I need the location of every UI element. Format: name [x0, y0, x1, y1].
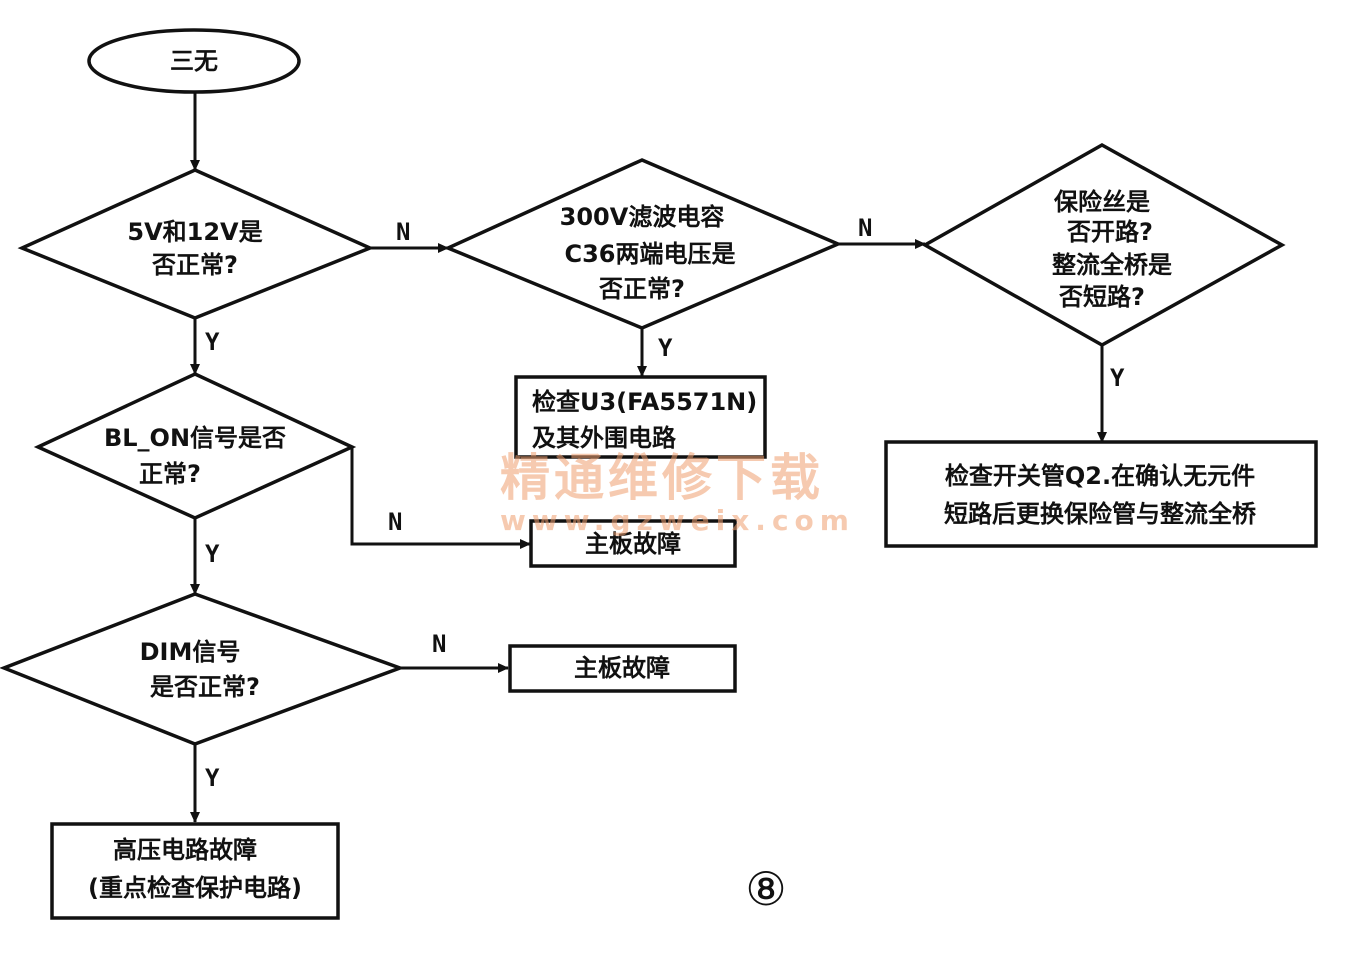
decision-fuse-line3: 整流全桥是	[1052, 251, 1172, 279]
label-y-q300v: Y	[658, 334, 673, 362]
label-n-q1: N	[396, 218, 410, 246]
box-check-u3	[514, 375, 767, 459]
label-y-blon: Y	[205, 540, 220, 568]
box-mainboard-fault-1-text: 主板故障	[585, 530, 681, 558]
watermark-url: www.gzweix.com	[500, 504, 855, 537]
box-high-voltage-fault-line1: 高压电路故障	[113, 836, 257, 864]
box-check-u3-line2: 及其外围电路	[532, 424, 677, 452]
box-check-q2-line1: 检查开关管Q2.在确认无元件	[945, 462, 1255, 490]
decision-fuse	[921, 142, 1286, 348]
decision-5v-12v	[17, 168, 375, 320]
label-n-blon: N	[388, 508, 402, 536]
decision-bl-on	[33, 372, 357, 520]
label-n-q300v: N	[858, 214, 872, 242]
watermark-title: 精通维修下载	[500, 448, 824, 507]
box-high-voltage-fault-line2: (重点检查保护电路)	[88, 874, 302, 902]
decision-fuse-line1: 保险丝是	[1053, 188, 1150, 216]
box-check-q2-line2: 短路后更换保险管与整流全桥	[944, 500, 1257, 528]
label-n-dim: N	[432, 630, 446, 658]
decision-bl-on-line2: 正常?	[139, 460, 201, 488]
arrow-blon-to-mainboard	[350, 447, 531, 549]
decision-5v-12v-line1: 5V和12V是	[127, 218, 262, 246]
box-mainboard-fault-2	[508, 644, 737, 693]
start-terminator	[87, 28, 301, 94]
decision-300v	[443, 158, 843, 330]
decision-dim	[0, 592, 406, 746]
decision-fuse-line2: 否开路?	[1066, 218, 1153, 246]
decision-300v-line1: 300V滤波电容	[560, 203, 725, 231]
label-y-fuse: Y	[1110, 364, 1125, 392]
box-mainboard-fault-1	[529, 519, 737, 568]
box-check-q2	[884, 440, 1318, 548]
box-high-voltage-fault	[50, 822, 340, 920]
decision-5v-12v-line2: 否正常?	[151, 251, 238, 279]
label-y-dim: Y	[205, 764, 220, 792]
decision-bl-on-line1: BL_ON信号是否	[104, 424, 286, 452]
decision-fuse-line4: 否短路?	[1058, 283, 1145, 311]
box-mainboard-fault-2-text: 主板故障	[574, 654, 670, 682]
box-check-u3-line1: 检查U3(FA5571N)	[532, 388, 757, 416]
decision-300v-line3: 否正常?	[598, 275, 685, 303]
decision-dim-line2: 是否正常?	[150, 673, 260, 701]
page-number: ⑧	[745, 862, 786, 916]
label-y-q1: Y	[205, 328, 220, 356]
decision-300v-line2: C36两端电压是	[564, 240, 735, 268]
decision-dim-line1: DIM信号	[140, 638, 241, 666]
start-label: 三无	[170, 47, 218, 75]
